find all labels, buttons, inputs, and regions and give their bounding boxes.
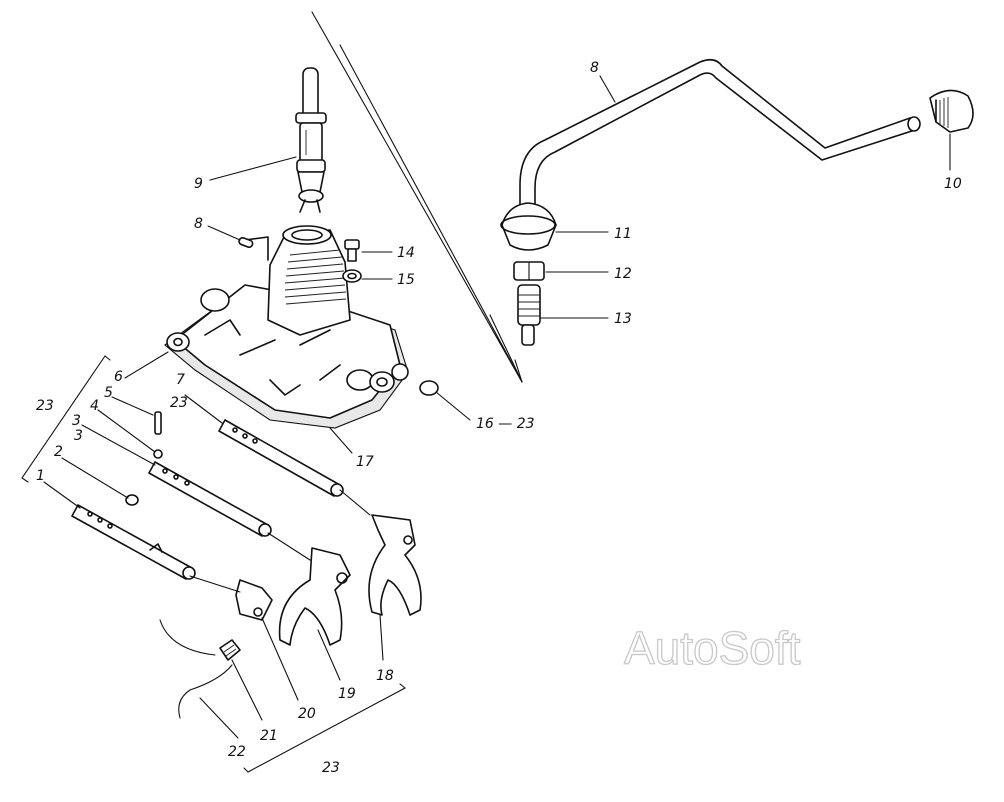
shift-fork-19 (278, 547, 351, 646)
callout-14: 14 (397, 245, 415, 261)
upper-shift-shaft (295, 67, 327, 213)
bolt-14 (344, 239, 360, 262)
shift-knob (929, 89, 974, 133)
callout-19: 19 (338, 686, 356, 702)
plug-16 (419, 380, 439, 396)
callout-6: 6 (114, 369, 123, 385)
shift-housing (164, 225, 409, 429)
watermark: AutoSoft (624, 622, 801, 674)
callout-8: 8 (194, 216, 203, 232)
leader-lines (43, 75, 951, 739)
callout-21: 21 (260, 728, 278, 744)
shift-lever (500, 58, 921, 346)
shift-fork-18 (368, 514, 422, 616)
callout-23-left: 23 (36, 398, 54, 414)
callout-11: 11 (614, 226, 632, 242)
callout-13: 13 (614, 311, 632, 327)
callout-17: 17 (356, 454, 374, 470)
callout-20: 20 (298, 706, 316, 722)
callout-23-bottom: 23 (322, 760, 340, 776)
callout-15: 15 (397, 272, 415, 288)
washer-15 (342, 269, 362, 283)
group-brackets (21, 355, 406, 773)
callout-4: 4 (90, 398, 99, 414)
callout-8-lever: 8 (590, 60, 599, 76)
callout-9: 9 (194, 176, 203, 192)
callout-18: 18 (376, 668, 394, 684)
callout-23-fork-group: 23 (170, 395, 188, 411)
callout-3-lower: 3 (72, 413, 81, 429)
callout-16: 16 — 23 (476, 416, 535, 432)
shift-head-20 (235, 579, 273, 621)
callout-22: 22 (228, 744, 246, 760)
callout-1: 1 (36, 468, 45, 484)
callout-labels: 1 2 3 3 4 5 6 7 23 23 8 9 8 10 11 12 13 … (36, 60, 962, 776)
callout-10: 10 (944, 176, 962, 192)
shift-rods (71, 411, 344, 580)
callout-5: 5 (104, 385, 113, 401)
separation-lines (311, 11, 523, 383)
callout-12: 12 (614, 266, 632, 282)
callout-2: 2 (54, 444, 63, 460)
callout-7: 7 (176, 372, 185, 388)
callout-3-upper: 3 (74, 428, 83, 444)
lock-wire-22 (159, 619, 233, 719)
bolt-21 (219, 639, 241, 661)
